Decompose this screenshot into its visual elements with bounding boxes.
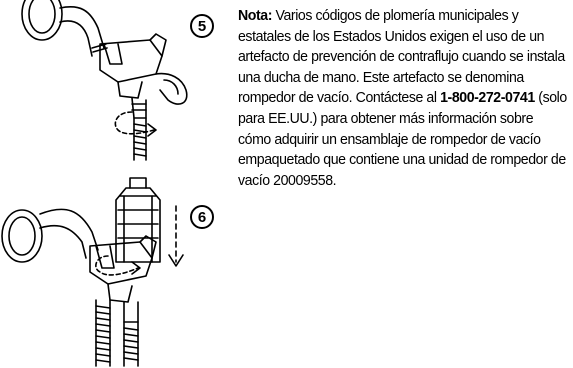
step-6-badge: 6 [190,205,214,229]
support-phone-number: 1-800-272-0741 [440,89,535,107]
note-text-before-phone: Varios códigos de plomería municipales y… [238,7,565,107]
note-text-after-phone: (solo para EE.UU.) para obtener más info… [238,89,567,189]
note-label: Nota: [238,7,273,24]
step6-illustration [1,177,184,367]
step5-illustration [21,0,188,161]
backflow-note: Nota: Varios códigos de plomería municip… [238,6,568,191]
step-5-badge: 5 [190,14,214,38]
installation-illustration [1,0,188,367]
